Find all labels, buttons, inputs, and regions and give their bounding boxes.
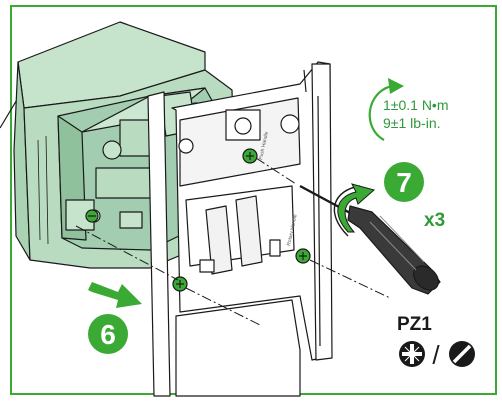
arrow-6-icon xyxy=(88,282,142,308)
slotted-head-icon xyxy=(449,341,475,367)
step-7-number: 7 xyxy=(396,167,412,198)
step-6-badge xyxy=(88,314,128,354)
curved-arrow-icon xyxy=(333,185,361,237)
bracket-text-upper: Push Handle xyxy=(258,131,270,160)
curved-arrow-fill xyxy=(337,183,376,233)
screwdriver-icon xyxy=(299,184,441,295)
pozidriv-head-icon xyxy=(399,341,425,367)
bit-label: PZ1 xyxy=(397,314,432,335)
screw-lower-left xyxy=(172,276,188,292)
step-6-number: 6 xyxy=(100,319,116,350)
screw-lower-right xyxy=(295,248,311,264)
torque-arrow-icon xyxy=(368,84,393,141)
alignment-lines xyxy=(75,157,391,327)
torque-line1: 1±0.1 N•m xyxy=(383,97,449,113)
bit-separator: / xyxy=(432,340,440,370)
step-7-badge xyxy=(384,162,424,202)
screw-upper xyxy=(242,148,258,164)
mounting-bracket xyxy=(147,61,333,397)
multiplier-label: x3 xyxy=(424,210,445,231)
torque-line2: 9±1 lb-in. xyxy=(383,115,441,131)
torque-arrow-head xyxy=(388,78,404,94)
screw-box xyxy=(85,209,99,223)
